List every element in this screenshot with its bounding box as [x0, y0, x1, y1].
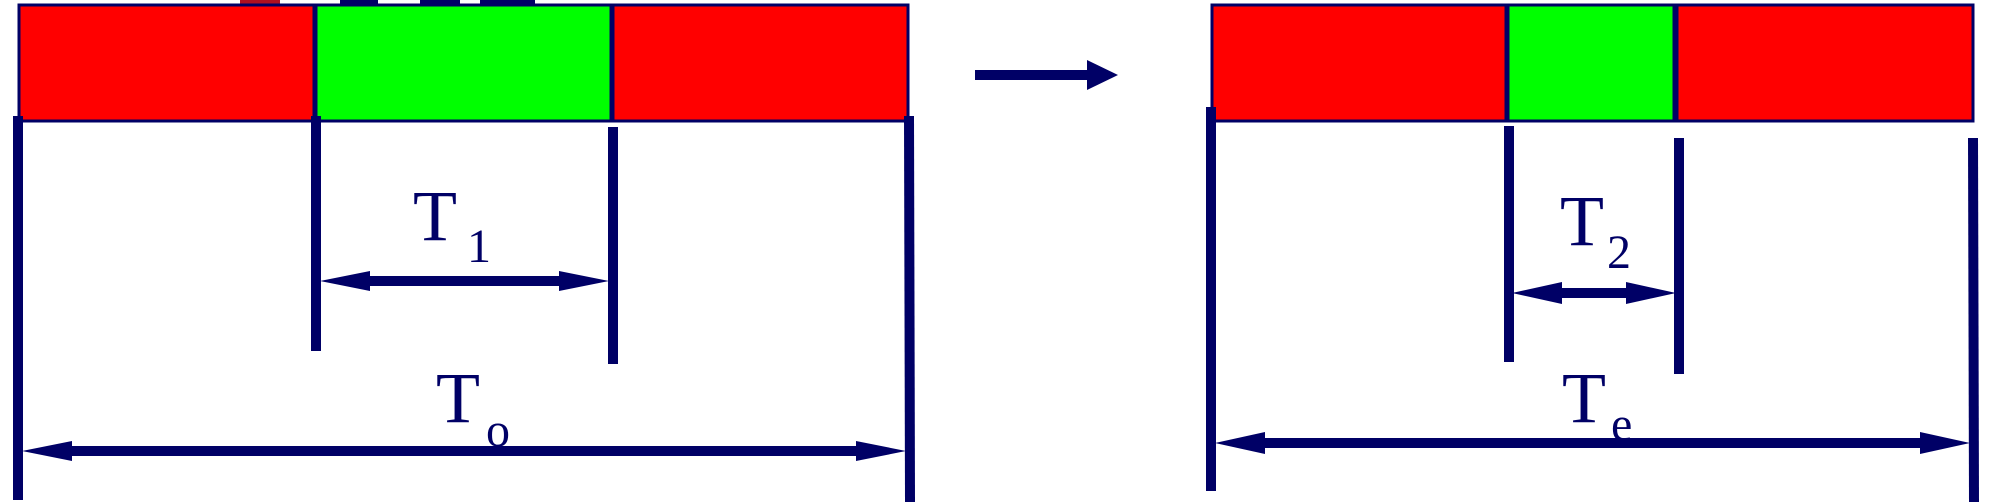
right-arrow-icon [975, 60, 1118, 90]
label-t1-sub: 1 [467, 220, 491, 273]
te-dimension-arrow [1215, 432, 1970, 454]
left-panel: T 1 T o [13, 0, 915, 502]
guide-line [1968, 137, 1979, 502]
segment-green [314, 3, 613, 123]
segment-red-left [1210, 3, 1508, 123]
label-t2-sub: 2 [1607, 226, 1631, 279]
label-t2-main: T [1560, 181, 1604, 261]
label-te-sub: e [1611, 398, 1632, 451]
top-artifact [240, 0, 280, 4]
segment-red-right [611, 3, 910, 123]
label-te: T [1562, 358, 1606, 438]
label-t1-main: T [413, 176, 457, 256]
label-to: T [436, 358, 480, 438]
label-t1: T [413, 176, 457, 256]
label-to-sub: o [486, 404, 510, 457]
label-te-main: T [1562, 358, 1606, 438]
segment-red-left [17, 3, 316, 123]
label-to-main: T [436, 358, 480, 438]
t1-dimension-arrow [320, 271, 609, 291]
right-panel: T 2 T e [1206, 3, 1979, 502]
top-artifact [480, 0, 535, 4]
to-dimension-arrow [22, 441, 906, 461]
guide-line [904, 115, 915, 502]
top-artifact [340, 0, 378, 4]
label-t2: T [1560, 181, 1604, 261]
segment-red-right [1675, 3, 1975, 123]
t2-dimension-arrow [1512, 282, 1676, 304]
segment-green [1506, 3, 1676, 123]
top-artifact [420, 0, 460, 4]
